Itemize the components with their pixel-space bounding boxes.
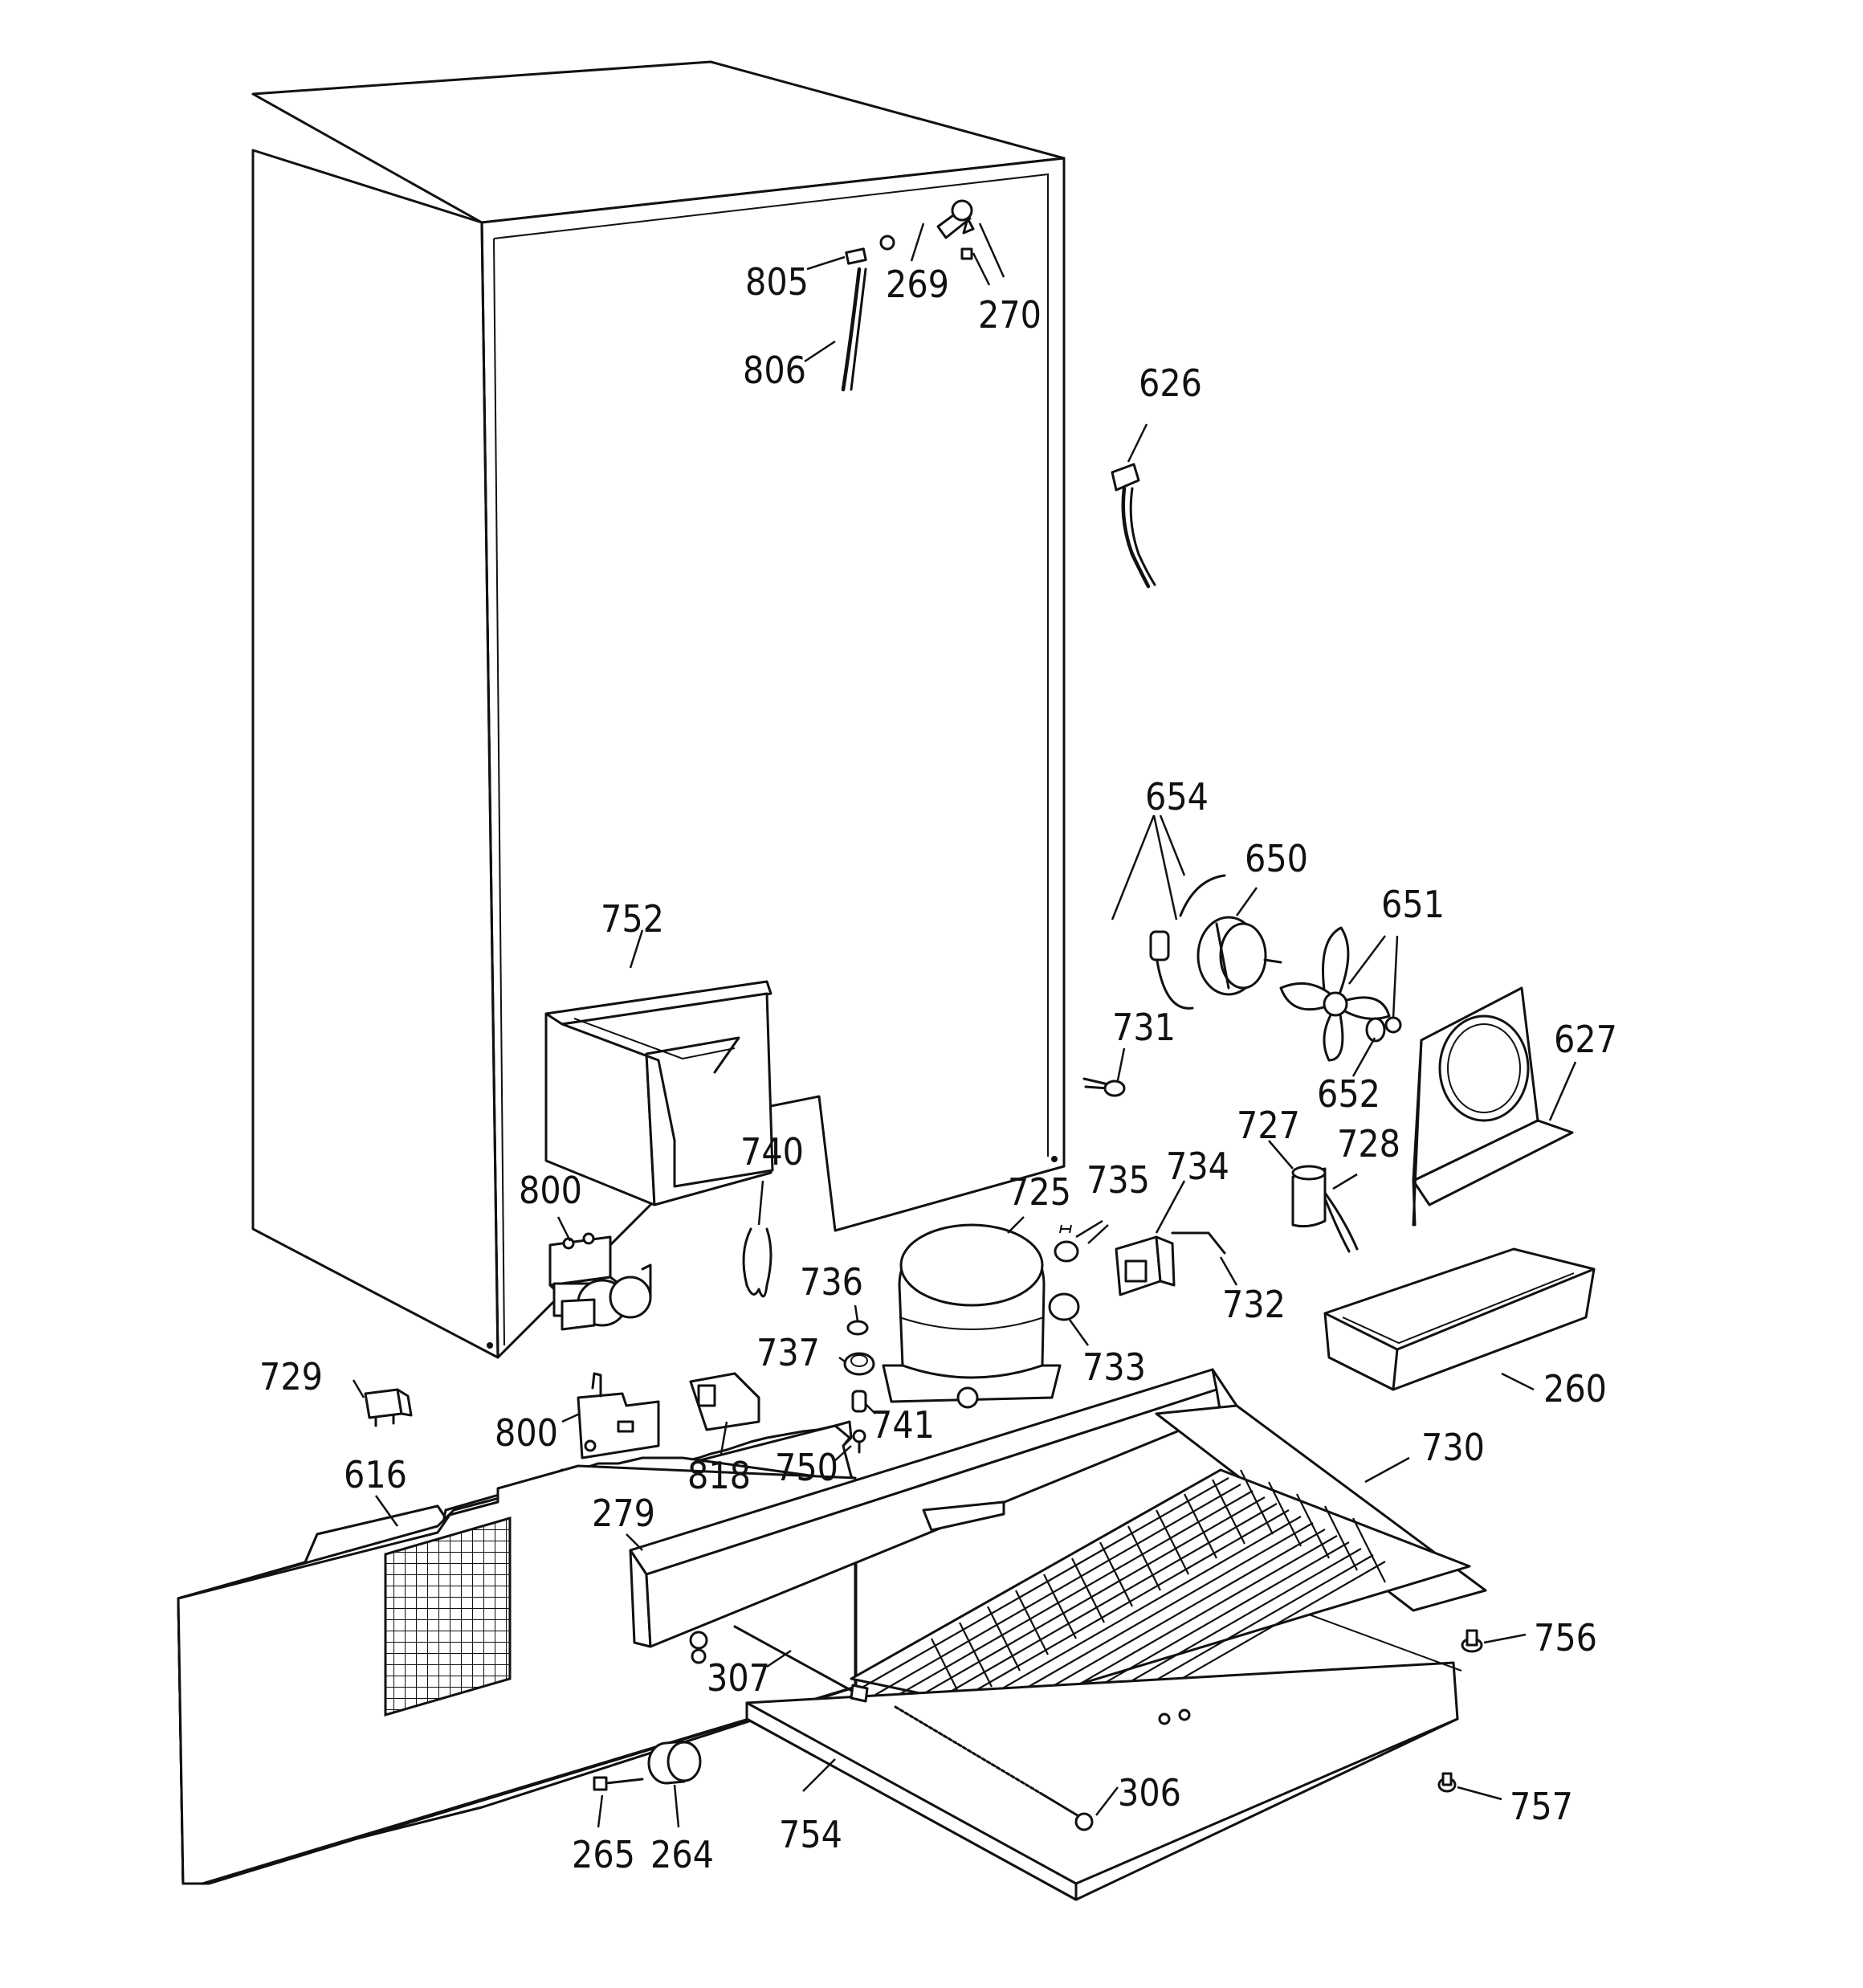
part-818-bracket [689,1372,760,1431]
part-800-water-valve [548,1232,652,1331]
part-650-fan-motor [1196,916,1282,996]
part-732-clip [1171,1231,1226,1255]
part-626-power-cord [1111,463,1156,589]
label-264: 264 [650,1833,714,1876]
part-728-capacitor-wires [1323,1191,1359,1253]
part-741-sleeve [851,1390,867,1413]
water-tube-fitting [936,199,975,260]
label-652: 652 [1317,1072,1380,1116]
label-616: 616 [344,1453,407,1496]
part-734-overload-cover [1115,1235,1176,1296]
label-752: 752 [601,897,664,941]
label-757: 757 [1510,1785,1573,1828]
part-731-thermistor [1082,1077,1126,1097]
part-307-rod [733,1625,869,1703]
label-627: 627 [1554,1018,1617,1061]
label-260: 260 [1543,1367,1607,1410]
label-654: 654 [1145,775,1209,818]
label-279: 279 [592,1492,655,1535]
part-729-relay [364,1388,413,1427]
part-800-valve-bracket [577,1372,660,1459]
label-725: 725 [1008,1170,1071,1214]
label-756: 756 [1534,1616,1597,1659]
label-732: 732 [1222,1283,1286,1326]
part-725-compressor [882,1223,1062,1409]
label-736: 736 [800,1260,863,1304]
label-730: 730 [1421,1426,1485,1469]
label-737: 737 [756,1331,820,1374]
label-800a: 800 [519,1169,582,1212]
part-265-screw [593,1776,644,1791]
part-727-capacitor [1291,1165,1327,1228]
part-757-leveling-leg [1437,1772,1457,1793]
label-740: 740 [740,1130,804,1174]
leader-lines [352,222,1577,1828]
label-818: 818 [687,1454,751,1497]
label-269: 269 [886,263,949,306]
part-754-base-pan [745,1614,1462,1901]
part-737-mount [843,1352,875,1376]
part-752-compartment-cover [544,980,774,1206]
label-650: 650 [1245,837,1308,880]
label-750: 750 [775,1446,838,1489]
part-654-motor-brackets [1149,874,1226,1010]
part-260-drain-pan [1323,1247,1596,1391]
part-740-mounting-hook [742,1227,773,1298]
label-741: 741 [871,1403,935,1447]
part-652-washer [1365,1017,1386,1043]
label-651: 651 [1381,883,1445,926]
label-806: 806 [743,349,806,392]
part-306-spring [894,1705,1094,1831]
label-626: 626 [1139,361,1202,405]
label-731: 731 [1112,1006,1176,1049]
label-306: 306 [1118,1771,1181,1815]
part-736-grommet [846,1320,869,1336]
part-735-clip [1054,1224,1079,1263]
label-754: 754 [779,1813,842,1856]
part-756-leveling-leg [1461,1629,1483,1653]
part-labels: 805 269 270 806 626 654 650 651 752 731 … [259,260,1617,1876]
label-729: 729 [259,1355,323,1398]
water-line-fitting [841,235,895,392]
label-733: 733 [1082,1345,1146,1389]
label-727: 727 [1237,1104,1300,1147]
part-627-fan-bracket [1412,986,1574,1227]
label-307: 307 [707,1656,770,1700]
part-264-roller [647,1740,702,1785]
label-735: 735 [1086,1158,1150,1202]
label-734: 734 [1166,1145,1229,1188]
part-733-overload [1048,1292,1080,1321]
label-265: 265 [572,1833,635,1876]
part-651-fan-blade [1279,926,1402,1062]
label-805: 805 [745,260,809,304]
label-800b: 800 [495,1411,558,1455]
label-270: 270 [978,293,1042,337]
part-750-screw [852,1429,866,1454]
label-728: 728 [1337,1122,1400,1165]
